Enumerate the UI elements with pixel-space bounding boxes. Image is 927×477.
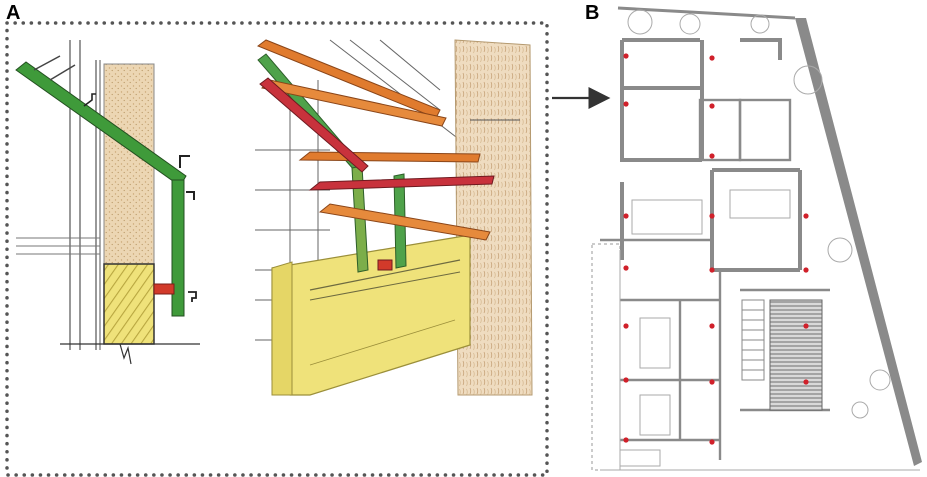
- green-rafter: [15, 61, 187, 187]
- orange-beam-4: [318, 203, 491, 241]
- red-bracket-section: [153, 283, 175, 295]
- plan-grid-markers: [623, 53, 809, 445]
- yellow-beam-section: [103, 263, 155, 345]
- green-post: [171, 179, 185, 317]
- red-beam-2: [308, 175, 495, 191]
- panel-a-frame: [5, 21, 549, 477]
- orange-beam-3: [298, 151, 481, 163]
- red-bracket-perspective: [377, 259, 393, 271]
- plan-trees: [627, 9, 891, 419]
- orange-beam-1: [256, 39, 441, 119]
- plan-deck: [769, 299, 823, 411]
- floor-plan: [591, 6, 922, 471]
- masonry-column: [103, 63, 155, 265]
- plan-site-boundary: [591, 243, 621, 471]
- plan-stair: [741, 299, 765, 381]
- section-sketch: [12, 28, 236, 388]
- perspective-sketch: [250, 28, 540, 398]
- panel-label-a: A: [6, 2, 21, 24]
- panel-label-b: B: [585, 2, 600, 24]
- plan-outer-diagonal-wall: [795, 18, 922, 466]
- red-beam-1: [259, 77, 369, 173]
